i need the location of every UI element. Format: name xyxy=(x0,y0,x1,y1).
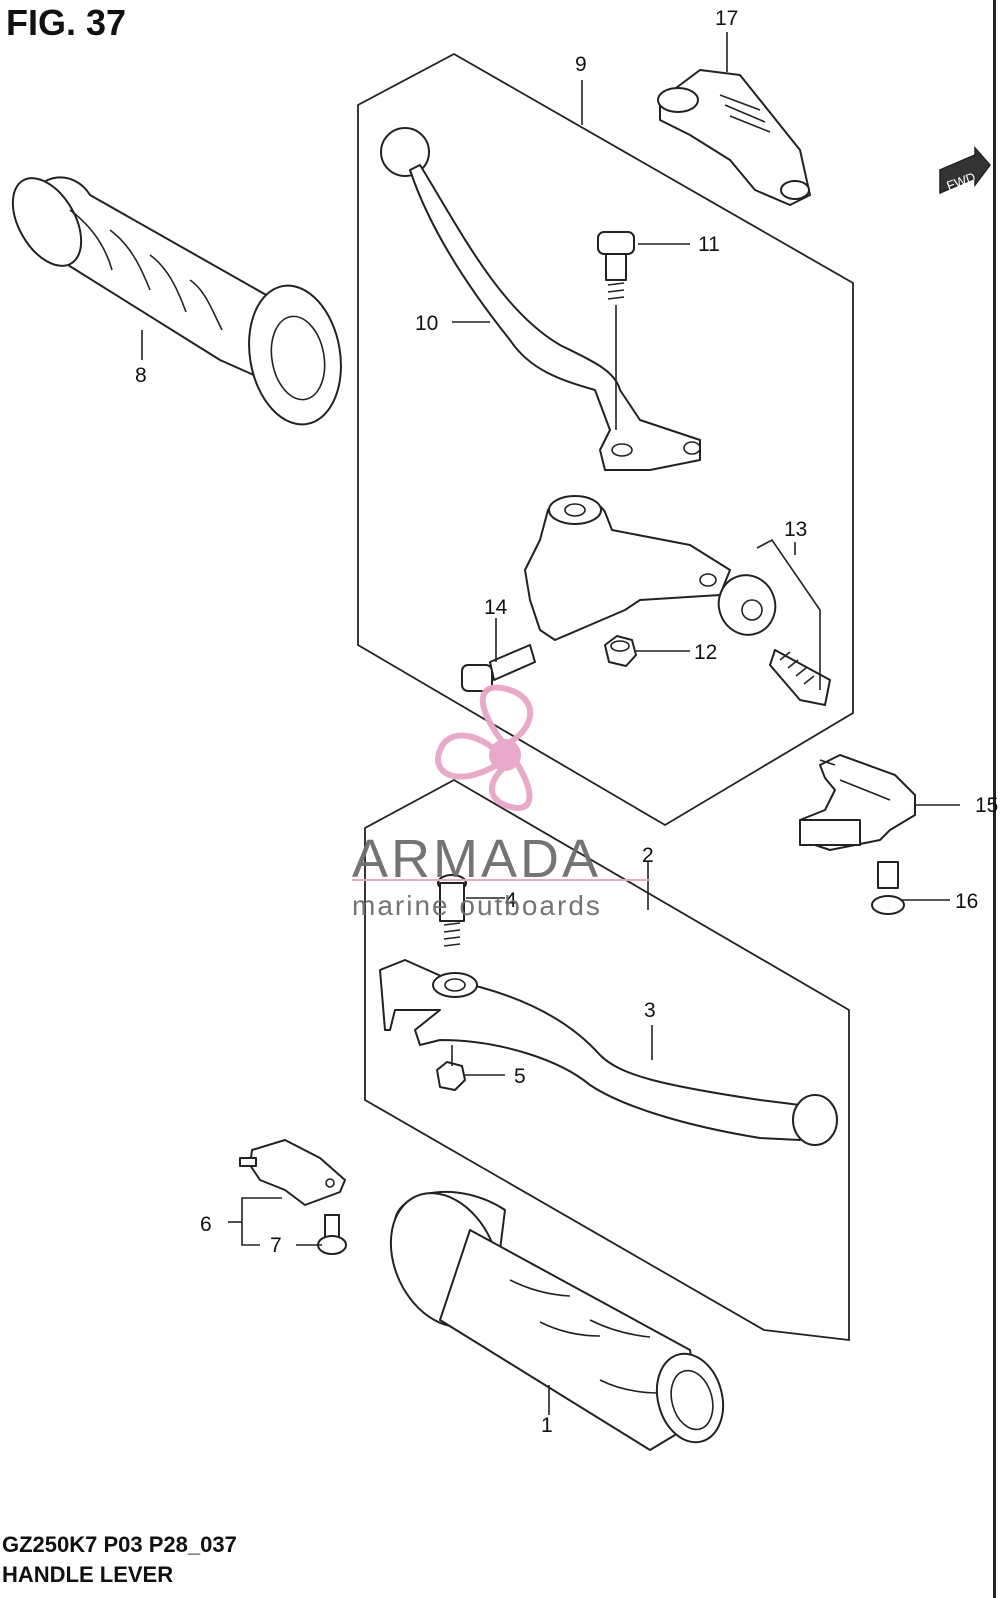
callout-11: 11 xyxy=(698,233,720,256)
holder-bolt-part xyxy=(461,644,536,692)
propeller-logo-icon xyxy=(435,684,533,811)
callout-9: 9 xyxy=(575,53,587,76)
callout-3: 3 xyxy=(644,999,656,1022)
callout-1: 1 xyxy=(541,1414,553,1437)
callout-10: 10 xyxy=(415,312,438,335)
clutch-lever-part xyxy=(380,127,701,471)
brake-lever-part xyxy=(379,959,838,1146)
callout-4: 4 xyxy=(505,889,517,912)
callout-6: 6 xyxy=(200,1213,212,1236)
front-brake-switch-part xyxy=(239,1139,346,1206)
callout-15: 15 xyxy=(975,794,998,817)
grip-left-part xyxy=(11,176,342,426)
callout-labels: 1 2 3 4 5 6 7 8 9 10 11 12 13 14 15 16 1… xyxy=(135,7,998,1437)
throttle-grip-part xyxy=(389,1190,725,1451)
figure-title: FIG. 37 xyxy=(6,2,127,43)
leader-lines xyxy=(141,32,960,1415)
section-name: HANDLE LEVER xyxy=(2,1562,174,1587)
callout-2: 2 xyxy=(642,844,654,867)
assembly-frame-9 xyxy=(357,52,854,827)
brake-switch-part xyxy=(799,754,916,851)
watermark: ARMADA marine outboards xyxy=(352,684,650,921)
switch-screw-part xyxy=(871,861,905,915)
propeller-hub xyxy=(489,739,521,771)
lever-holder-part xyxy=(524,495,731,641)
fwd-arrow-icon: FWD xyxy=(939,146,991,195)
callout-8: 8 xyxy=(135,364,147,387)
callout-12: 12 xyxy=(694,641,717,664)
callout-17: 17 xyxy=(715,7,738,30)
lever-adjuster-part xyxy=(717,574,831,706)
clutch-switch-part xyxy=(657,69,811,206)
pivot-bolt-part xyxy=(597,231,635,430)
assembly-frame-2 xyxy=(364,778,850,1342)
callout-14: 14 xyxy=(484,596,508,619)
callout-13: 13 xyxy=(784,518,807,541)
watermark-tagline: marine outboards xyxy=(352,890,602,921)
callout-7: 7 xyxy=(270,1234,282,1257)
callout-5: 5 xyxy=(514,1065,526,1088)
page-border xyxy=(993,0,996,1598)
model-code: GZ250K7 P03 P28_037 xyxy=(2,1532,237,1557)
callout-16: 16 xyxy=(955,890,978,913)
front-switch-screw-part xyxy=(317,1214,347,1255)
nut-part xyxy=(604,635,637,667)
brake-nut-part xyxy=(436,1045,466,1091)
